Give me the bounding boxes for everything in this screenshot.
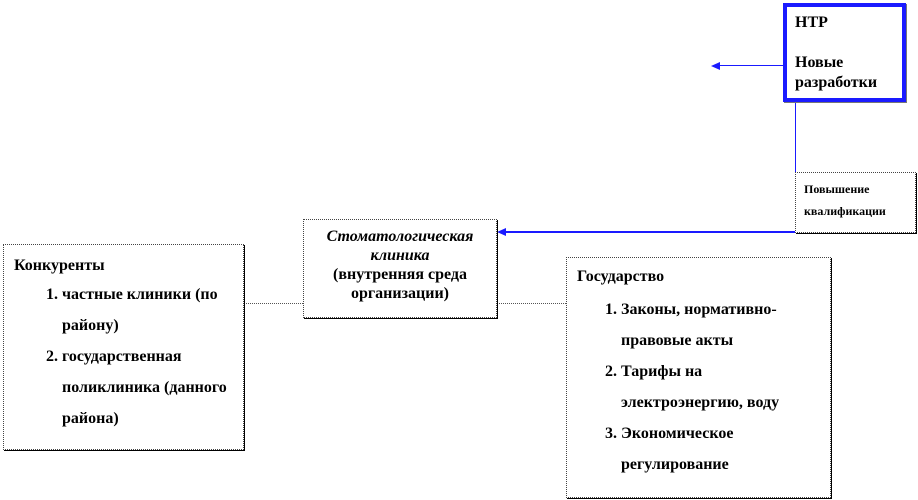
list-item: государственная поликлиника (данного рай… [62, 341, 233, 434]
competitors-box: Конкуренты частные клиники (по району) г… [3, 244, 244, 450]
ntr-to-clinic-connector [505, 231, 796, 233]
clinic-note: (внутренняя среда организации) [333, 266, 467, 302]
state-box: Государство Законы, нормативно-правовые … [566, 257, 831, 498]
state-connector [497, 303, 566, 304]
clinic-name: Стоматологическая клиника [326, 228, 474, 264]
ntr-left-connector [716, 65, 783, 66]
qualification-box: Повышение квалификации [795, 172, 916, 233]
ntr-down-connector [795, 102, 796, 233]
competitors-title: Конкуренты [14, 257, 105, 274]
list-item: Тарифы на электроэнергию, воду [621, 356, 820, 418]
clinic-box: Стоматологическая клиника (внутренняя ср… [303, 219, 497, 318]
qualification-label: Повышение квалификации [804, 182, 886, 218]
list-item: частные клиники (по району) [62, 279, 233, 341]
arrow-left-icon [711, 62, 720, 70]
ntr-subtitle: Новые разработки [795, 54, 878, 91]
arrow-left-icon [497, 228, 506, 236]
list-item: Законы, нормативно-правовые акты [621, 294, 820, 356]
state-title: Государство [577, 268, 665, 285]
ntr-box: НТР Новые разработки [783, 3, 906, 102]
ntr-title: НТР [795, 14, 828, 31]
list-item: Экономическое регулирование [621, 418, 820, 480]
competitors-connector [244, 303, 303, 304]
